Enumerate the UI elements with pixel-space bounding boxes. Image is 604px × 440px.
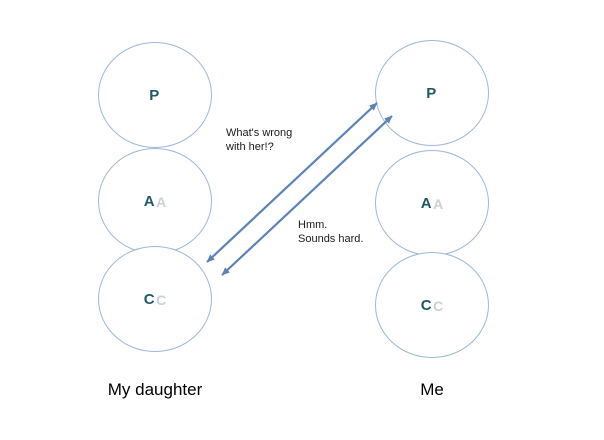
ego-state-letter: P — [149, 86, 160, 104]
ego-state-letter: P — [426, 84, 437, 102]
ego-state-letter-shadow: A — [433, 196, 444, 212]
stimulus-label-line2: with her!? — [226, 141, 274, 153]
ego-state-letter-shadow: A — [156, 194, 167, 210]
right-column-label: Me — [420, 380, 444, 399]
ego-state-letter-shadow: C — [433, 298, 444, 314]
ego-state-letter: A — [420, 194, 433, 212]
response-label: Hmm. Sounds hard. — [298, 218, 363, 246]
stimulus-label: What's wrong with her!? — [226, 126, 292, 154]
stimulus-label-line1: What's wrong — [226, 127, 293, 139]
circle-left-parent: P — [98, 42, 212, 148]
ego-state-letter-shadow: C — [156, 292, 167, 308]
ego-state-letter: C — [420, 296, 433, 314]
ego-state-letter: C — [143, 290, 156, 308]
response-label-line2: Sounds hard. — [298, 233, 364, 245]
circle-right-parent: P — [375, 40, 489, 146]
left-column-label: My daughter — [107, 380, 203, 399]
ego-state-letter: A — [143, 192, 156, 210]
response-label-line1: Hmm. — [298, 219, 328, 231]
